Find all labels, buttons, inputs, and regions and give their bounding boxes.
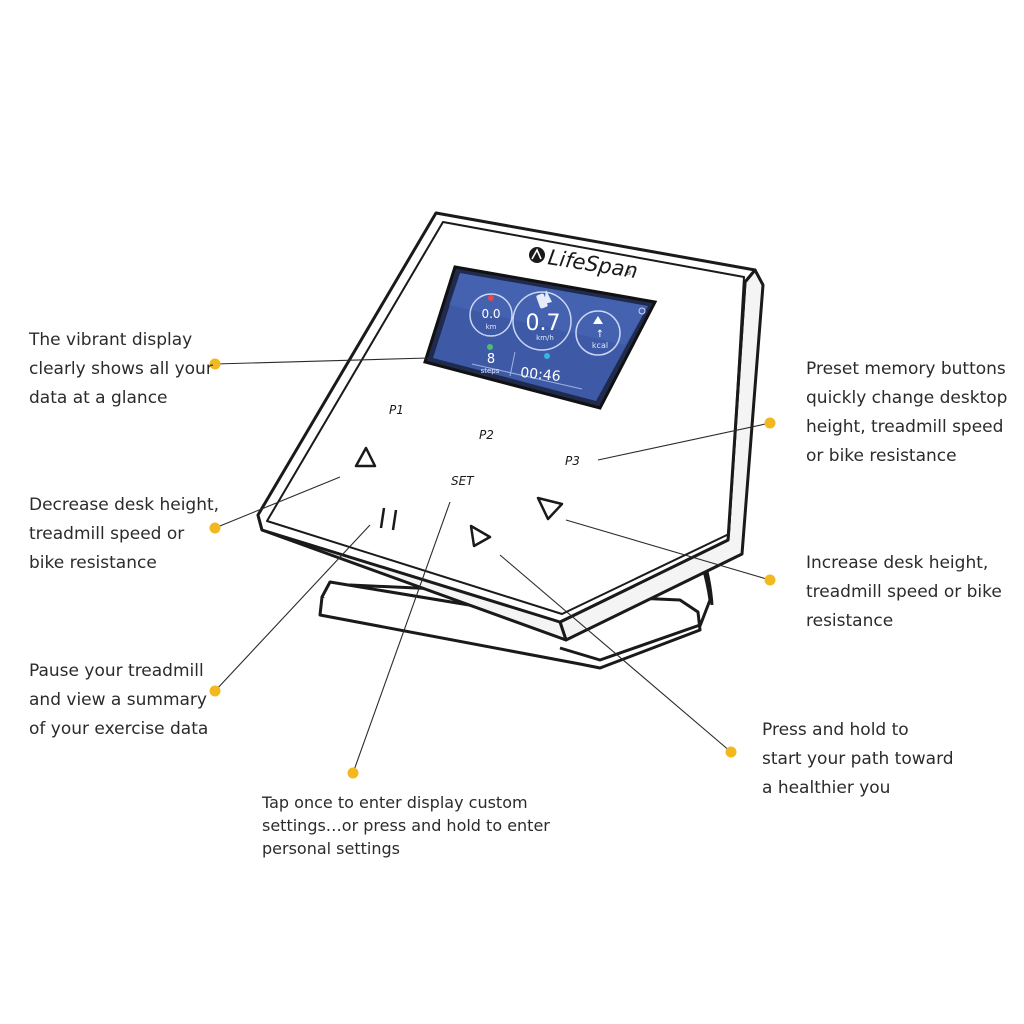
svg-text:0.0: 0.0 xyxy=(481,307,500,321)
decrease-button[interactable] xyxy=(354,446,377,468)
display-screen: 0.0 km 0.7 km/h ↑ kcal 8 steps 00:46 xyxy=(423,265,658,410)
svg-text:0.7: 0.7 xyxy=(526,311,561,336)
dot-pause xyxy=(209,685,221,697)
distance-gauge xyxy=(469,293,513,337)
control-buttons: P1 P2 P3 SET xyxy=(354,403,580,548)
svg-text:kcal: kcal xyxy=(592,341,608,350)
callout-pause: Pause your treadmill and view a summary … xyxy=(29,661,209,739)
increase-button[interactable] xyxy=(536,496,564,521)
dot-decrease xyxy=(209,522,221,534)
svg-text:steps: steps xyxy=(481,367,500,375)
p2-button[interactable]: P2 xyxy=(479,428,494,442)
callout-start: Press and hold to start your path toward… xyxy=(762,720,954,798)
svg-text:km/h: km/h xyxy=(536,334,554,342)
callout-increase: Increase desk height, treadmill speed or… xyxy=(806,553,1002,631)
callout-set: Tap once to enter display custom setting… xyxy=(262,793,550,858)
dot-set xyxy=(347,767,359,779)
pause-button[interactable] xyxy=(379,507,398,531)
set-button[interactable]: SET xyxy=(451,474,475,488)
dot-presets xyxy=(764,417,776,429)
svg-text:8: 8 xyxy=(487,352,495,367)
callout-dots xyxy=(209,358,776,779)
dot-increase xyxy=(764,574,776,586)
dot-start xyxy=(725,746,737,758)
svg-text:00:46: 00:46 xyxy=(520,365,562,385)
leader-lines xyxy=(214,357,771,774)
svg-text:km: km xyxy=(486,323,497,331)
callout-decrease: Decrease desk height, treadmill speed or… xyxy=(29,495,220,573)
dot-display xyxy=(209,358,221,370)
start-button[interactable] xyxy=(469,524,492,548)
p1-button[interactable]: P1 xyxy=(389,403,404,417)
callout-display: The vibrant display clearly shows all yo… xyxy=(29,330,213,408)
svg-text:®: ® xyxy=(625,269,632,277)
p3-button[interactable]: P3 xyxy=(565,454,580,468)
svg-text:↑: ↑ xyxy=(596,329,604,340)
speed-gauge xyxy=(512,291,572,351)
calories-gauge xyxy=(575,310,621,356)
callout-presets: Preset memory buttons quickly change des… xyxy=(806,359,1008,466)
